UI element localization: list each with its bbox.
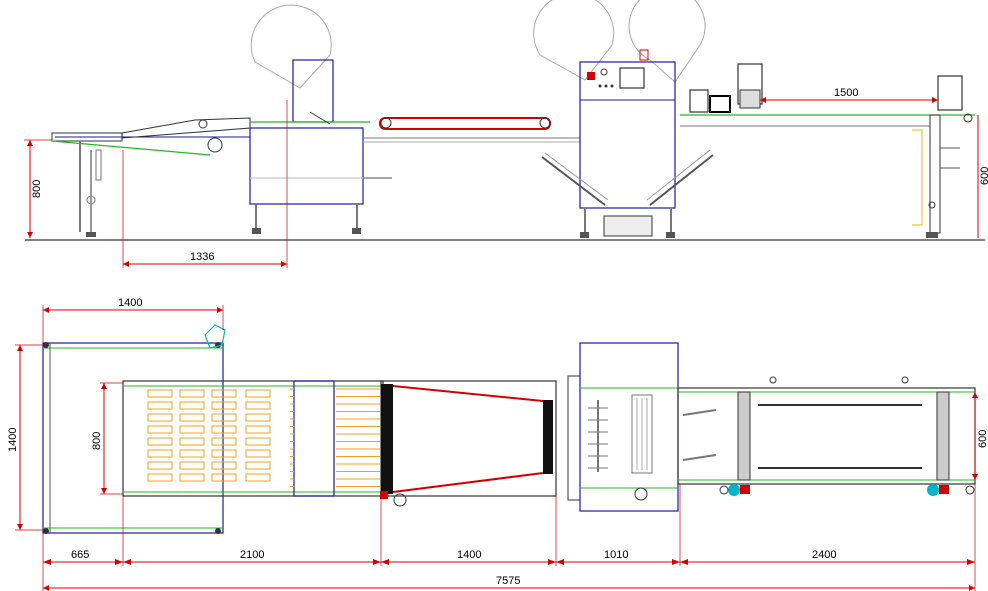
tray-cell [147, 437, 173, 446]
transfer-belt [363, 117, 580, 143]
tray-cell [211, 473, 237, 482]
tray-cell [179, 389, 205, 398]
height-dim-label: 800 [31, 180, 43, 198]
tray-cell [179, 449, 205, 458]
tray-cell [245, 401, 271, 410]
segment-dim-label: 1010 [604, 549, 628, 561]
tray-height-dim-label: 800 [91, 432, 103, 450]
tray-cell [211, 413, 237, 422]
tray-cell [179, 413, 205, 422]
total-length-dim-label: 7575 [496, 575, 520, 587]
funnel-section [380, 380, 557, 507]
tray-cell [179, 461, 205, 470]
side-dimensions: 800 1336 1500 600 [24, 87, 988, 268]
module-spacing-dim-label: 1500 [834, 87, 858, 99]
tray-cell [179, 425, 205, 434]
tray-grid [147, 388, 380, 487]
tray-cell [245, 437, 271, 446]
tray-cell [245, 413, 271, 422]
top-view: 1400 1400 800 600 665 2100 1400 1010 [7, 297, 988, 591]
tray-cell [211, 425, 237, 434]
tray-cell [245, 461, 271, 470]
side-view: 800 1336 1500 600 [24, 0, 988, 268]
tray-cell [147, 401, 173, 410]
outfeed-top [677, 376, 976, 496]
segment-dim-label: 665 [71, 549, 89, 561]
tray-cell [245, 449, 271, 458]
decorator-station [249, 4, 392, 234]
conveyor-length-dim-label: 1336 [190, 251, 214, 263]
tray-cell [147, 389, 173, 398]
top-width-dim-label: 1400 [118, 297, 142, 309]
tray-cell [147, 425, 173, 434]
left-height-dim-label: 1400 [7, 428, 19, 452]
tray-cell [179, 401, 205, 410]
tray-cell [211, 461, 237, 470]
tray-cell [211, 449, 237, 458]
tray-zone [122, 380, 384, 497]
tray-cell [245, 389, 271, 398]
tray-cell [211, 389, 237, 398]
segment-dim-label: 1400 [457, 549, 481, 561]
tray-cell [245, 473, 271, 482]
tray-cell [147, 473, 173, 482]
segment-dim-label: 2100 [240, 549, 264, 561]
tray-cell [211, 401, 237, 410]
segment-dim-label: 2400 [812, 549, 836, 561]
tray-cell [147, 449, 173, 458]
right-height-dim-label: 600 [979, 167, 988, 185]
central-cabinet [533, 0, 714, 238]
tray-cell [147, 413, 173, 422]
outfeed-conveyor [680, 63, 975, 238]
tray-cell [245, 425, 271, 434]
tray-cell [147, 461, 173, 470]
top-dimensions: 1400 1400 800 600 665 2100 1400 1010 [7, 297, 988, 591]
tray-cell [211, 437, 237, 446]
infeed-table-top [42, 324, 226, 534]
right-width-dim-label: 600 [977, 430, 988, 448]
infeed-conveyor [51, 117, 251, 237]
tray-cell [179, 473, 205, 482]
cabinet-top [567, 342, 679, 512]
tray-cell [179, 437, 205, 446]
